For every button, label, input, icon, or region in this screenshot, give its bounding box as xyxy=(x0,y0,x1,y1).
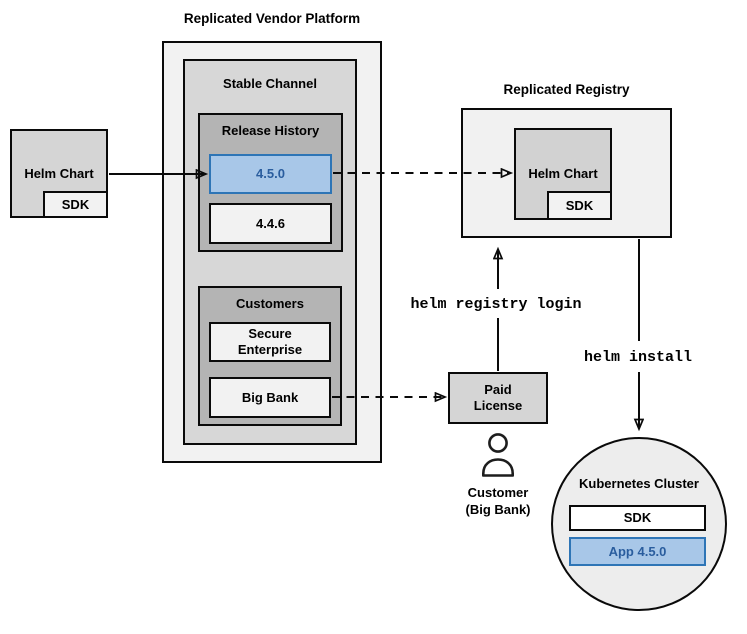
customer-person-icon xyxy=(481,431,515,478)
cluster-sdk-box: SDK xyxy=(569,505,706,531)
registry-sdk-box: SDK xyxy=(547,191,612,220)
vendor-sdk-label: SDK xyxy=(61,196,90,212)
paid-license-box: Paid License xyxy=(448,372,548,424)
customer-secure-enterprise-label: Secure Enterprise xyxy=(237,326,303,357)
vendor-platform-title: Replicated Vendor Platform xyxy=(183,11,361,26)
cluster-app-label: App 4.5.0 xyxy=(608,543,667,559)
customer-secure-enterprise-box: Secure Enterprise xyxy=(209,322,331,362)
cmd-helm-install: helm install xyxy=(583,349,693,366)
customer-label: Customer (Big Bank) xyxy=(465,485,531,517)
cmd-helm-registry-login: helm registry login xyxy=(410,296,582,313)
vendor-sdk-box: SDK xyxy=(43,191,108,218)
customer-big-bank-label: Big Bank xyxy=(241,389,299,405)
customer-big-bank-box: Big Bank xyxy=(209,377,331,418)
release-446-box: 4.4.6 xyxy=(209,203,332,244)
cluster-app-box: App 4.5.0 xyxy=(569,537,706,566)
vendor-helm-chart-label: Helm Chart xyxy=(24,165,94,181)
release-450-label: 4.5.0 xyxy=(256,166,285,181)
cluster-sdk-label: SDK xyxy=(623,510,652,525)
registry-sdk-label: SDK xyxy=(565,197,594,213)
stable-channel-label: Stable Channel xyxy=(223,76,317,91)
registry-title: Replicated Registry xyxy=(503,82,630,97)
release-450-box: 4.5.0 xyxy=(209,154,332,194)
release-history-label: Release History xyxy=(221,123,320,138)
customers-label: Customers xyxy=(236,296,304,311)
registry-helm-chart-label: Helm Chart xyxy=(528,166,598,181)
kubernetes-cluster-label: Kubernetes Cluster xyxy=(579,476,699,491)
paid-license-label: Paid License xyxy=(473,382,523,413)
release-446-label: 4.4.6 xyxy=(256,215,285,231)
